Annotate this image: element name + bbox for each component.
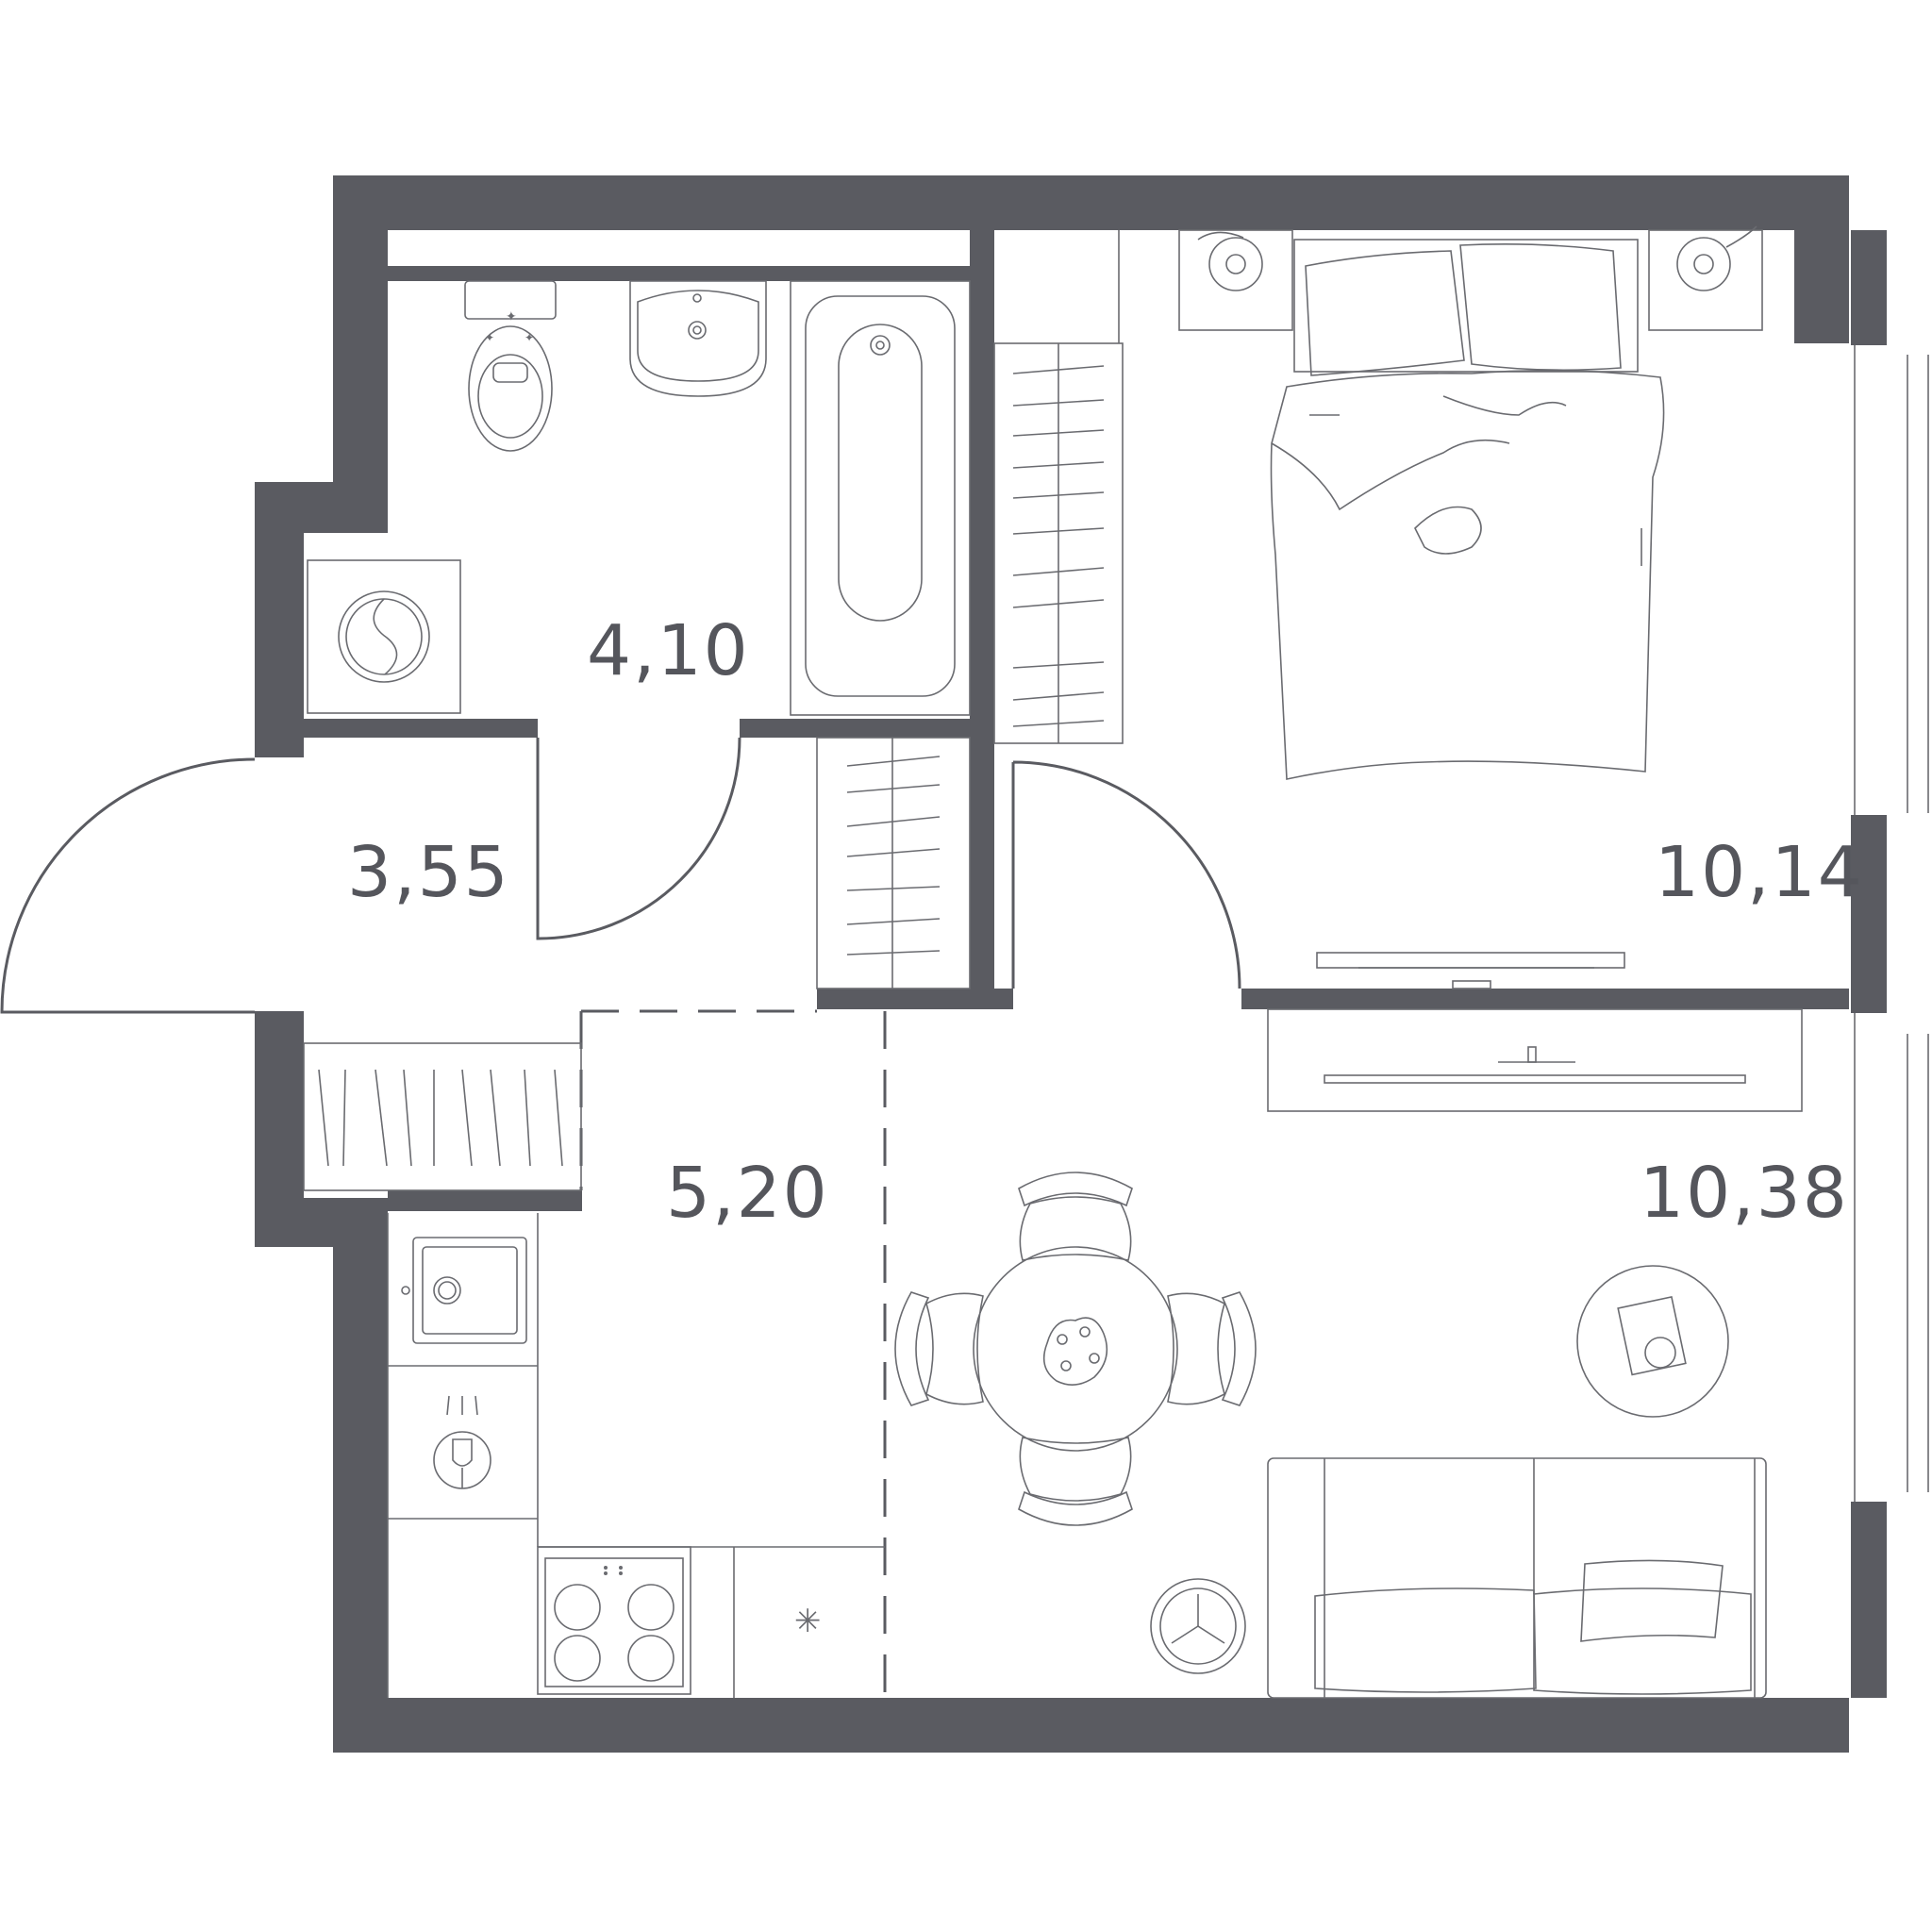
windows	[1854, 345, 1929, 1502]
zone-boundaries	[579, 1009, 887, 1698]
chair-icon	[1167, 1291, 1257, 1406]
robot-vacuum-icon	[1150, 1578, 1246, 1674]
nightstand-icon	[1648, 225, 1763, 331]
doors	[0, 737, 1241, 1014]
kitchen-counter	[387, 1213, 885, 1698]
chair-icon	[1018, 1172, 1133, 1261]
entrance-door	[0, 757, 256, 1014]
sofa-icon	[1267, 1457, 1767, 1699]
sink-icon	[629, 280, 767, 397]
svg-text:✦: ✦	[485, 331, 494, 344]
nightstand-icon	[1178, 229, 1293, 331]
room-area-kitchen: 5,20	[666, 1153, 829, 1234]
svg-text:✦: ✦	[506, 309, 517, 324]
wardrobe-icon	[993, 230, 1124, 744]
area-labels: 4,10 3,55 10,14 5,20 10,38	[347, 610, 1864, 1234]
bathtub-icon	[790, 280, 971, 716]
toilet-icon: ✦ ✦ ✦	[464, 280, 557, 452]
tv-icon	[1316, 952, 1625, 989]
walls	[255, 175, 1887, 1753]
room-area-bedroom: 10,14	[1655, 832, 1864, 913]
chair-icon	[1018, 1437, 1133, 1526]
svg-text:✳: ✳	[794, 1603, 822, 1640]
room-area-bathroom: 4,10	[587, 610, 750, 691]
coffee-table-icon	[1576, 1265, 1729, 1418]
washing-machine-icon	[307, 559, 461, 714]
chair-icon	[894, 1291, 984, 1406]
svg-text:✦: ✦	[525, 331, 534, 344]
wardrobe-icon	[303, 1042, 582, 1191]
dining-table-icon	[973, 1246, 1178, 1452]
dishwasher-icon	[433, 1395, 491, 1489]
fridge-icon: ✳	[794, 1603, 822, 1640]
kitchen-sink-icon	[401, 1237, 527, 1344]
tv-icon	[1267, 1008, 1803, 1112]
stove-icon	[537, 1546, 691, 1695]
bedroom-door	[1011, 760, 1241, 989]
room-area-living: 10,38	[1640, 1153, 1849, 1234]
bed-icon	[1270, 239, 1665, 780]
wardrobe-icon	[816, 737, 971, 989]
room-area-hallway: 3,55	[347, 832, 510, 913]
bathroom-door	[536, 737, 741, 940]
